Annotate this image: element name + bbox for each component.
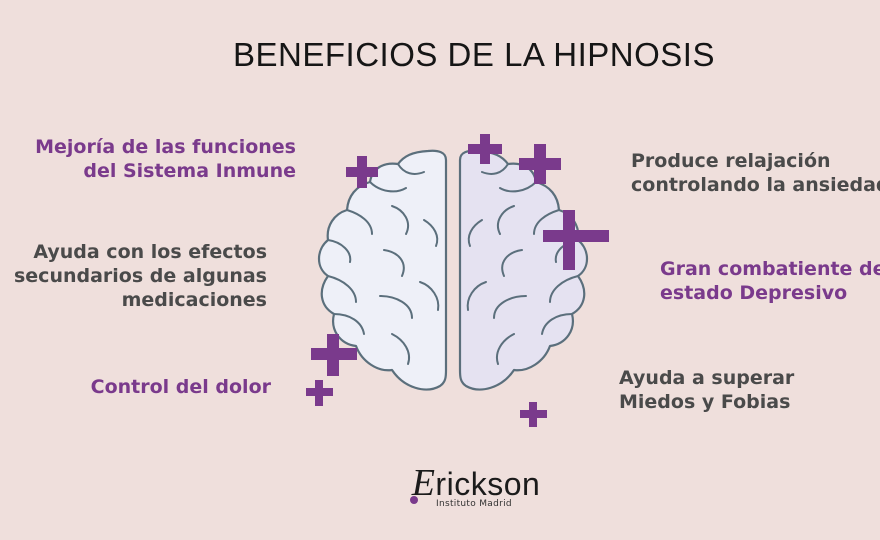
plus-icon-group [306, 134, 609, 427]
benefit-line: controlando la ansiedad [631, 174, 880, 196]
benefit-relaxation: Produce relajación controlando la ansied… [631, 149, 880, 197]
benefit-line: Ayuda con los efectos [33, 241, 267, 263]
plus-icon [520, 402, 547, 427]
logo-initial: E [411, 462, 436, 504]
benefit-line: Mejoría de las funciones [35, 136, 296, 158]
benefit-fears-phobias: Ayuda a superar Miedos y Fobias [619, 366, 794, 414]
page-title: BENEFICIOS DE LA HIPNOSIS [233, 36, 715, 73]
benefit-line: Gran combatiente del [660, 258, 880, 280]
benefit-line: Ayuda a superar [619, 367, 795, 389]
benefit-line: Miedos y Fobias [619, 391, 791, 413]
benefit-line: del Sistema Inmune [83, 160, 296, 182]
plus-icon [543, 210, 609, 270]
benefit-immune-system: Mejoría de las funciones del Sistema Inm… [35, 135, 296, 183]
benefit-line: Control del dolor [90, 376, 271, 398]
benefit-line: medicaciones [121, 289, 267, 311]
plus-icon [519, 144, 561, 184]
logo-subtitle: Instituto Madrid [436, 499, 512, 509]
benefit-line: secundarios de algunas [13, 265, 267, 287]
erickson-logo: Erickson Instituto Madrid [396, 464, 556, 509]
brain-folds-right [466, 163, 579, 365]
brain-folds-left [327, 163, 440, 365]
plus-icon [468, 134, 502, 164]
plus-icon [346, 156, 378, 188]
brain-right-hemisphere [458, 149, 589, 391]
benefit-depression: Gran combatiente del estado Depresivo [660, 257, 880, 305]
benefit-pain-control: Control del dolor [91, 375, 271, 399]
plus-icon [306, 380, 333, 406]
logo-dot-icon [410, 496, 418, 504]
benefit-line: Produce relajación [631, 150, 831, 172]
logo-rest: rickson [435, 466, 541, 502]
benefit-line: estado Depresivo [660, 282, 848, 304]
plus-icon [311, 334, 357, 376]
benefit-medication-effects: Ayuda con los efectos secundarios de alg… [14, 240, 267, 312]
logo-name: Erickson [396, 464, 556, 502]
